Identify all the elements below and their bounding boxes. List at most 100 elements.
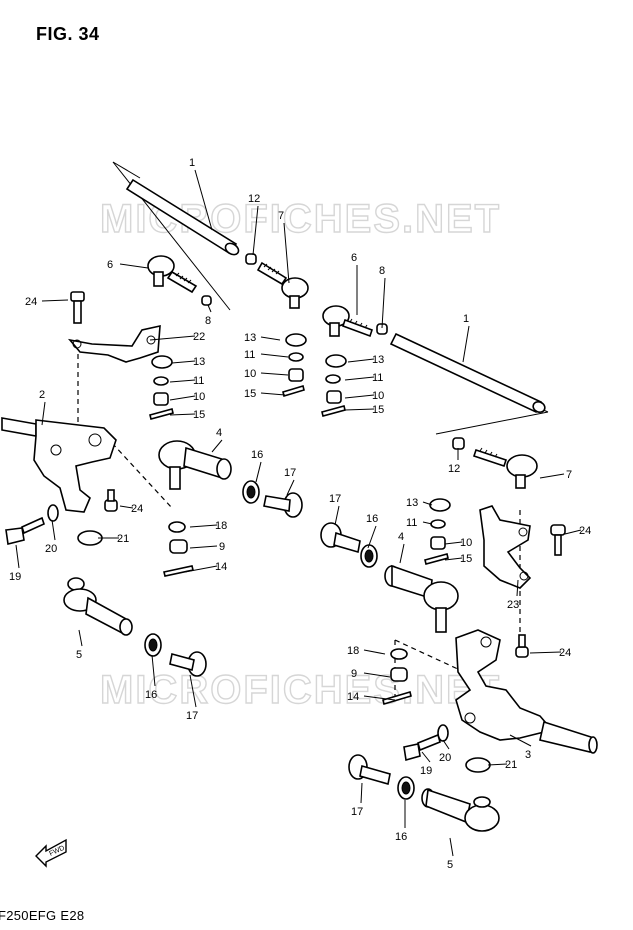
callout-c11d: 11 bbox=[406, 517, 417, 529]
callout-leader-c17b bbox=[189, 674, 197, 708]
callout-leader-c24a bbox=[41, 299, 69, 302]
callout-leader-c10d bbox=[444, 541, 463, 545]
washer-20-left bbox=[47, 504, 59, 522]
bushing-16-upper-left bbox=[242, 480, 260, 504]
callout-c18b: 18 bbox=[347, 645, 359, 657]
callout-c17b: 17 bbox=[186, 710, 198, 722]
callout-c10b: 10 bbox=[244, 368, 256, 380]
callout-leader-c20b bbox=[442, 739, 450, 750]
callout-c10c: 10 bbox=[372, 390, 384, 402]
callout-c13b: 13 bbox=[244, 332, 256, 344]
callout-c3: 3 bbox=[525, 749, 531, 761]
callout-leader-c15a bbox=[169, 413, 196, 416]
bolt-24-top bbox=[70, 291, 85, 324]
callout-c13a: 13 bbox=[193, 356, 205, 368]
callout-leader-c7a bbox=[283, 222, 290, 284]
callout-leader-c17d bbox=[360, 782, 363, 804]
bushing-16-lower-right bbox=[397, 776, 415, 800]
tie-rod-end-6-right bbox=[322, 305, 374, 338]
callout-leader-c22 bbox=[149, 335, 196, 341]
callout-c17a: 17 bbox=[284, 467, 296, 479]
callout-leader-c15d bbox=[444, 557, 463, 561]
callout-c23: 23 bbox=[507, 599, 519, 611]
hardware-18-9-14-left bbox=[163, 521, 194, 577]
bolt-24-lower-right bbox=[515, 634, 529, 658]
callout-leader-c13c bbox=[347, 358, 375, 363]
callout-c15c: 15 bbox=[372, 404, 384, 416]
callout-leader-c4a bbox=[211, 439, 223, 453]
callout-leader-c1a bbox=[194, 169, 213, 231]
callout-leader-c19b bbox=[421, 751, 431, 763]
callout-c4b: 4 bbox=[398, 531, 404, 543]
callout-c16a: 16 bbox=[251, 449, 263, 461]
knuckle-2 bbox=[1, 417, 117, 513]
callout-c9b: 9 bbox=[351, 668, 357, 680]
callout-c14b: 14 bbox=[347, 691, 359, 703]
hardware-stack-right bbox=[321, 354, 347, 417]
callout-leader-c2 bbox=[41, 401, 46, 426]
callout-c12b: 12 bbox=[448, 463, 460, 475]
callout-c18a: 18 bbox=[215, 520, 227, 532]
callout-c1a: 1 bbox=[189, 157, 195, 169]
callout-c8a: 8 bbox=[205, 315, 211, 327]
callout-c11b: 11 bbox=[244, 349, 255, 361]
bracket-22 bbox=[67, 324, 161, 363]
bushing-16-lower-left bbox=[144, 633, 162, 657]
callout-leader-c7b bbox=[539, 473, 565, 479]
callout-c6a: 6 bbox=[107, 259, 113, 271]
hardware-18-9-14-right bbox=[382, 648, 412, 706]
callout-leader-c10b bbox=[260, 372, 289, 376]
fwd-arrow-icon: FWD bbox=[35, 838, 67, 868]
callout-leader-c8b bbox=[381, 277, 386, 329]
bolt-17-lower-right bbox=[348, 754, 391, 786]
figure-title: FIG. 34 bbox=[36, 24, 100, 44]
callout-leader-c1b bbox=[462, 325, 470, 363]
callout-leader-c11d bbox=[422, 521, 433, 525]
bushing-16-upper-right bbox=[360, 544, 378, 568]
tie-rod-end-6-left bbox=[147, 255, 198, 294]
callout-leader-c13b bbox=[260, 336, 281, 341]
callout-c17d: 17 bbox=[351, 806, 363, 818]
watermark-bottom: MICROFICHES.NET bbox=[100, 668, 501, 712]
callout-c7a: 7 bbox=[278, 210, 284, 222]
bolt-19-right bbox=[403, 733, 441, 762]
callout-leader-c19a bbox=[15, 544, 20, 569]
callout-leader-c15c bbox=[344, 408, 375, 411]
callout-c16b: 16 bbox=[145, 689, 157, 701]
tie-rod-end-5-right bbox=[421, 788, 500, 832]
callout-layer: 1127686812422131110151311101513111015241… bbox=[9, 157, 591, 871]
callout-leader-c13d bbox=[422, 501, 433, 506]
callout-leader-c10a bbox=[169, 395, 196, 401]
tie-rod-right bbox=[389, 332, 546, 414]
callout-c24c: 24 bbox=[579, 525, 591, 537]
callout-leader-c23 bbox=[516, 579, 519, 597]
callout-c16d: 16 bbox=[395, 831, 407, 843]
callout-c11a: 11 bbox=[193, 375, 204, 387]
callout-c20a: 20 bbox=[45, 543, 57, 555]
tie-rod-end-4-left bbox=[158, 440, 232, 490]
callout-c13c: 13 bbox=[372, 354, 384, 366]
callout-leader-c17a bbox=[286, 479, 295, 496]
nut-12-right bbox=[452, 437, 465, 450]
callout-c17c: 17 bbox=[329, 493, 341, 505]
callout-leader-c9b bbox=[363, 672, 391, 678]
callout-leader-c24b bbox=[119, 505, 134, 509]
callout-leader-c18b bbox=[363, 649, 386, 655]
bolt-19-left bbox=[5, 516, 45, 545]
callout-c11c: 11 bbox=[372, 372, 383, 384]
bolt-24-right bbox=[550, 524, 566, 556]
callout-leader-c14b bbox=[363, 695, 396, 701]
tie-rod-end-4-right bbox=[384, 564, 459, 633]
callout-c15b: 15 bbox=[244, 388, 256, 400]
hardware-stack-center bbox=[282, 333, 307, 398]
callout-c15d: 15 bbox=[460, 553, 472, 565]
tie-rod-end-7-right bbox=[472, 447, 538, 489]
callout-c24a: 24 bbox=[25, 296, 37, 308]
callout-c5a: 5 bbox=[76, 649, 82, 661]
bracket-23 bbox=[479, 505, 532, 589]
callout-leader-c16b bbox=[151, 654, 156, 687]
callout-leader-c11c bbox=[344, 376, 375, 381]
callout-c22: 22 bbox=[193, 331, 205, 343]
